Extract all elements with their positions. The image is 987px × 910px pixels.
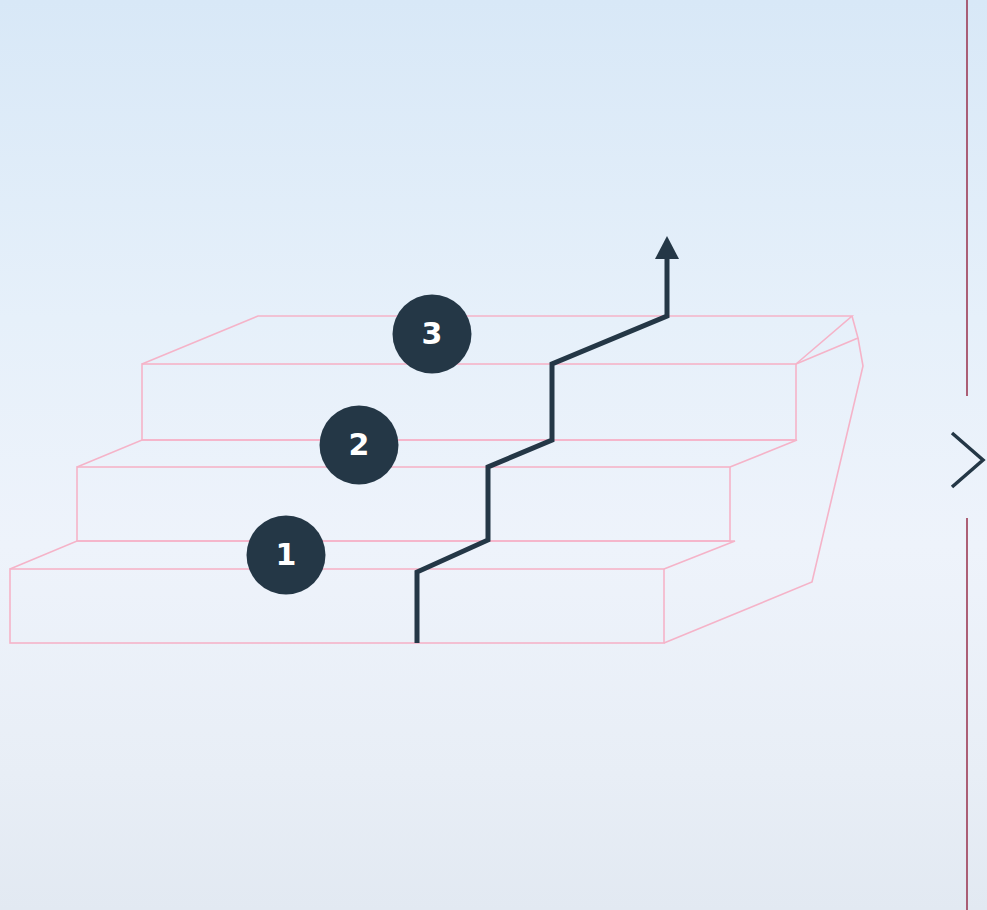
divider-line (966, 0, 968, 396)
top-step-front (142, 364, 796, 440)
callout-circle: 3 (392, 294, 472, 374)
stair-side (664, 338, 863, 643)
callout-circle: 2 (319, 405, 399, 485)
bottom-step-front (10, 569, 664, 643)
divider-line (966, 518, 968, 910)
callout-number: 1 (276, 540, 297, 570)
chevron-icon (952, 433, 983, 487)
path-arrowhead (655, 236, 679, 259)
callout-circle: 1 (246, 515, 326, 595)
bottom-step-top (10, 541, 735, 569)
circle-fill (247, 516, 326, 595)
top-step-top (142, 316, 852, 364)
callout-number: 3 (422, 319, 443, 349)
circle-fill (393, 295, 472, 374)
circle-fill (320, 406, 399, 485)
middle-step-top (77, 440, 797, 467)
callout-number: 2 (349, 430, 370, 460)
top-step-side (796, 316, 858, 364)
middle-step-front (77, 467, 730, 541)
